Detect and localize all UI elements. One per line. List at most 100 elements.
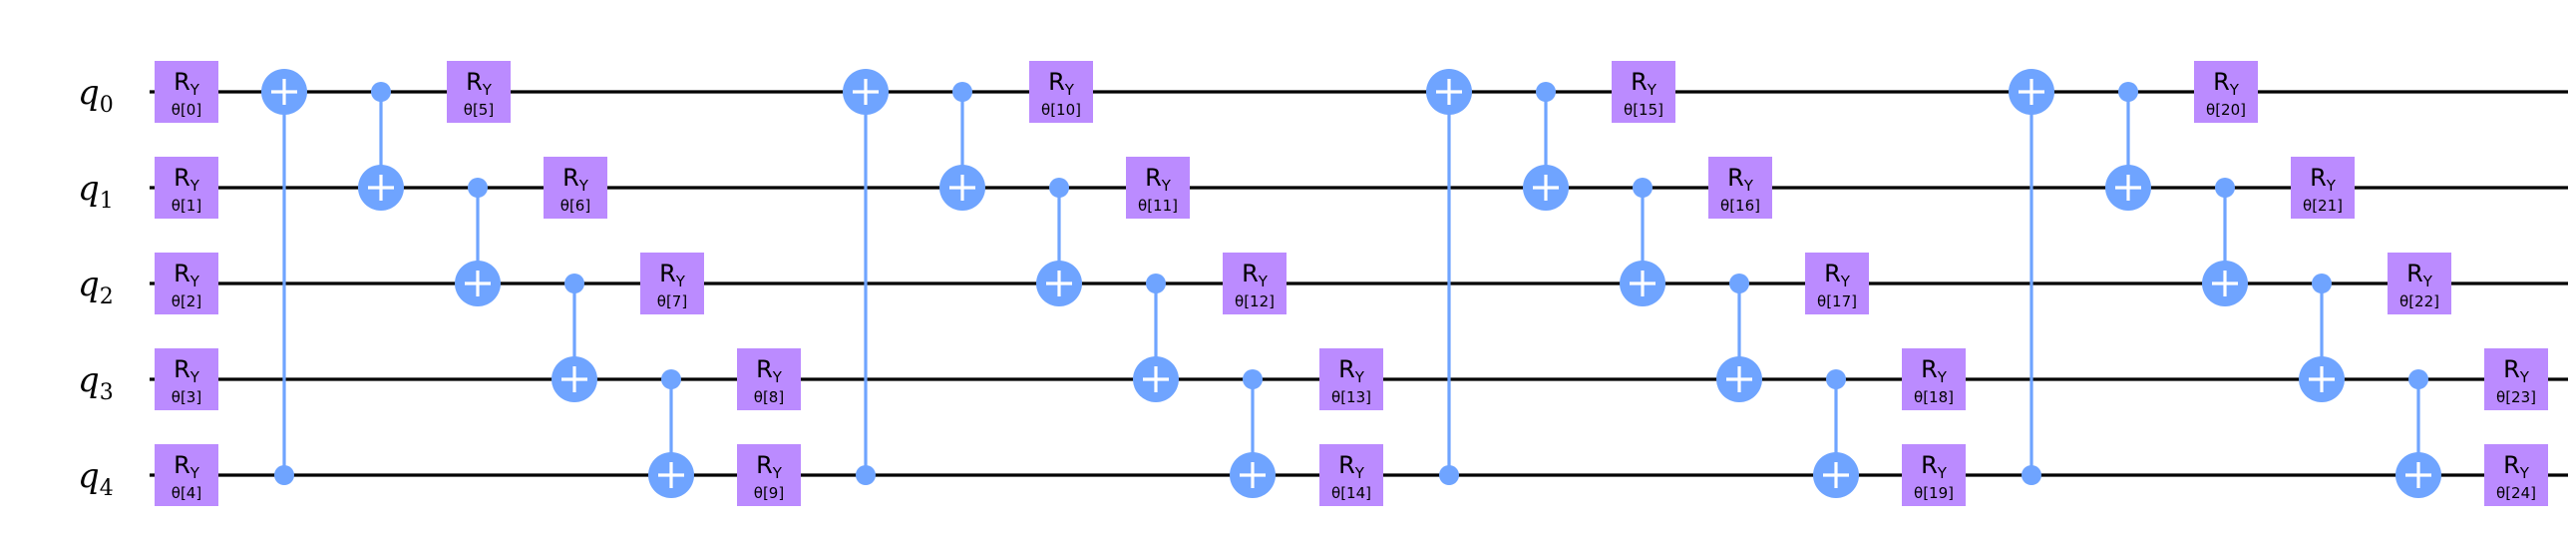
ry-gate-param: θ[18] [1914, 388, 1954, 406]
ry-gate-param: θ[15] [1624, 101, 1663, 119]
qubit-label: q0 [78, 73, 114, 118]
ry-gate-name: RY [1824, 260, 1851, 290]
cnot-gate [2202, 178, 2248, 306]
cnot-gate [939, 82, 985, 211]
ry-gate-param: θ[2] [172, 292, 201, 310]
cnot-control-dot [2022, 465, 2041, 485]
ry-gate-param: θ[7] [657, 292, 687, 310]
ry-gate-name: RY [1921, 355, 1948, 386]
ry-gate-name: RY [756, 451, 783, 482]
cnot-gate [2299, 274, 2345, 402]
cnot-control-dot [468, 178, 488, 198]
cnot-gate [261, 69, 307, 485]
ry-gate-box [737, 348, 801, 410]
ry-gate-param: θ[3] [172, 388, 201, 406]
ry-gate-box [2484, 348, 2548, 410]
ry-gate-box [155, 157, 218, 219]
ry-gate: RY θ[9] [737, 444, 801, 506]
ry-gate-param: θ[11] [1138, 197, 1178, 215]
cnot-control-dot [1439, 465, 1459, 485]
ry-gate-param: θ[4] [172, 484, 201, 502]
ry-gate: RY θ[18] [1902, 348, 1966, 410]
ry-gate-param: θ[10] [1041, 101, 1081, 119]
cnot-gate [552, 274, 597, 402]
ry-gate-param: θ[23] [2496, 388, 2536, 406]
ry-gate: RYθ[15] [1612, 61, 1675, 123]
ry-gate-box [1612, 61, 1675, 123]
ry-gate-name: RY [1338, 451, 1365, 482]
ry-gate-box [447, 61, 511, 123]
cnot-gate [1036, 178, 1082, 306]
ry-gate: RYθ[5] [447, 61, 511, 123]
cnot-gate [358, 82, 404, 211]
ry-gate-param: θ[19] [1914, 484, 1954, 502]
ry-gate-name: RY [174, 260, 200, 290]
ry-gate-box [2388, 253, 2451, 314]
ry-gate-name: RY [2503, 451, 2530, 482]
cnot-control-dot [1146, 274, 1166, 293]
ry-gate-param: θ[20] [2206, 101, 2246, 119]
cnot-control-dot [274, 465, 294, 485]
ry-gate-box [155, 444, 218, 506]
ry-gate: RYθ[13] [1319, 348, 1383, 410]
cnot-gate [648, 369, 694, 498]
cnot-gate [2105, 82, 2151, 211]
ry-gate-box [1805, 253, 1869, 314]
ry-gate-box [1319, 444, 1383, 506]
cnot-control-dot [1049, 178, 1069, 198]
ry-gate-name: RY [562, 164, 589, 195]
ry-gate: RYθ[7] [640, 253, 704, 314]
ry-gate-name: RY [2310, 164, 2337, 195]
ry-gate: RY θ[10] [1029, 61, 1093, 123]
ry-gate-param: θ[13] [1331, 388, 1371, 406]
cnot-control-dot [952, 82, 972, 102]
ry-gate: RYθ[21] [2291, 157, 2355, 219]
cnot-gate [455, 178, 501, 306]
ry-gate: RYθ[3] [155, 348, 218, 410]
cnot-control-dot [661, 369, 681, 389]
ry-gate-box [1902, 348, 1966, 410]
ry-gate-box [544, 157, 607, 219]
ry-gate-box [1902, 444, 1966, 506]
ry-gate-box [1223, 253, 1287, 314]
ry-gate-param: θ[14] [1331, 484, 1371, 502]
ry-gate: RYθ[19] [1902, 444, 1966, 506]
ry-gate-name: RY [1145, 164, 1172, 195]
qubit-label: q4 [78, 456, 114, 501]
ry-gate-box [1319, 348, 1383, 410]
ry-gate-name: RY [1048, 68, 1075, 99]
cnot-gate [1620, 178, 1665, 306]
ry-gate: RYθ[20] [2194, 61, 2258, 123]
ry-gate: RYθ[12] [1223, 253, 1287, 314]
cnot-control-dot [2215, 178, 2235, 198]
ry-gate-name: RY [174, 68, 200, 99]
ry-gate: RY θ[14] [1319, 444, 1383, 506]
ry-gate-param: θ[17] [1817, 292, 1857, 310]
ry-gate-name: RY [756, 355, 783, 386]
ry-gate-box [1029, 61, 1093, 123]
ry-gate-name: RY [2406, 260, 2433, 290]
ry-gate-param: θ[16] [1720, 197, 1760, 215]
cnot-gate [1523, 82, 1569, 211]
ry-gate-param: θ[24] [2496, 484, 2536, 502]
ry-gate-box [2484, 444, 2548, 506]
ry-gate-param: θ[5] [464, 101, 494, 119]
ry-gate: RY θ[0] [155, 61, 218, 123]
ry-gate: RYθ[16] [1708, 157, 1772, 219]
ry-gate-param: θ[9] [754, 484, 784, 502]
ry-gate: RY θ[11] [1126, 157, 1190, 219]
qubit-label: q3 [78, 360, 114, 405]
ry-gate-param: θ[12] [1235, 292, 1275, 310]
cnot-gate [1716, 274, 1762, 402]
cnot-gate [1426, 69, 1472, 485]
cnot-control-dot [564, 274, 584, 293]
cnot-control-dot [2312, 274, 2332, 293]
cnot-control-dot [1826, 369, 1846, 389]
ry-gate-param: θ[0] [172, 101, 201, 119]
qubit-label: q1 [78, 169, 114, 214]
ry-gate-box [1126, 157, 1190, 219]
ry-gate: RYθ[8] [737, 348, 801, 410]
cnot-gate [1133, 274, 1179, 402]
